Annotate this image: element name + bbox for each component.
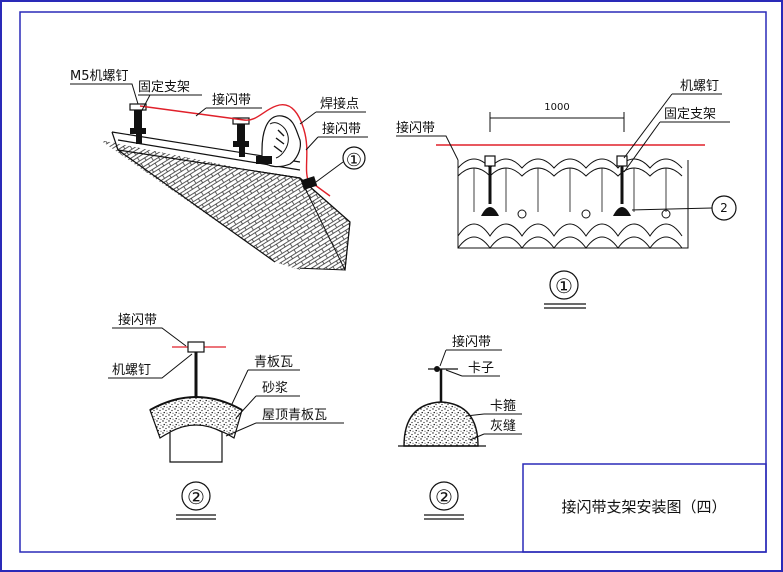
d3-blue-tile-label: 青板瓦	[254, 355, 293, 370]
d2-caption: ①	[555, 274, 573, 298]
d3-lightning-strip-label: 接闪带	[118, 312, 157, 328]
d3-machine-screw-label: 机螺钉	[112, 363, 151, 378]
d4-lightning-strip-label: 接闪带	[452, 334, 491, 350]
detail4-ridge-section: 接闪带 卡子 卡箍 灰缝 ②	[398, 334, 522, 520]
d3-caption-circle	[181, 481, 211, 511]
inner-frame	[19, 11, 767, 553]
d2-callout: 2	[720, 201, 728, 215]
d1-callout-circle	[342, 146, 366, 170]
d1-m5-screw-label: M5机螺钉	[70, 69, 129, 84]
d1-lightning-strip-2-label: 接闪带	[322, 121, 361, 137]
d4-caption: ②	[435, 485, 453, 509]
d1-lightning-strip-label: 接闪带	[212, 92, 251, 108]
d1-callout: ①	[346, 150, 362, 171]
d2-lightning-strip-label: 接闪带	[396, 120, 435, 136]
detail1-sloped-roof: M5机螺钉 固定支架 接闪带 焊接点 接闪带 ①	[70, 69, 368, 271]
d3-mortar-label: 砂浆	[262, 381, 288, 396]
detail3-tile-section: 接闪带 机螺钉 青板瓦 砂浆 屋顶青板瓦 ②	[108, 312, 344, 520]
d4-ash-seam-label: 灰缝	[490, 419, 516, 434]
title-block: 接闪带支架安装图（四）	[522, 463, 767, 553]
detail2-tile-elevation: 1000 接闪带 机螺钉 固定支架 2 ①	[396, 79, 737, 309]
drawing-title: 接闪带支架安装图（四）	[561, 498, 726, 516]
d2-machine-screw-label: 机螺钉	[680, 79, 719, 94]
d2-dimension: 1000	[544, 102, 569, 113]
d4-hoop-label: 卡箍	[490, 398, 516, 414]
d1-fixed-bracket-label: 固定支架	[138, 80, 190, 95]
d4-clip-label: 卡子	[468, 361, 494, 376]
d3-caption: ②	[187, 485, 205, 509]
d2-fixed-bracket-label: 固定支架	[664, 107, 716, 122]
d1-weld-point-label: 焊接点	[320, 96, 359, 112]
d3-roof-tile-label: 屋顶青板瓦	[262, 408, 327, 423]
d2-caption-circle	[549, 270, 579, 300]
d4-caption-circle	[429, 481, 459, 511]
